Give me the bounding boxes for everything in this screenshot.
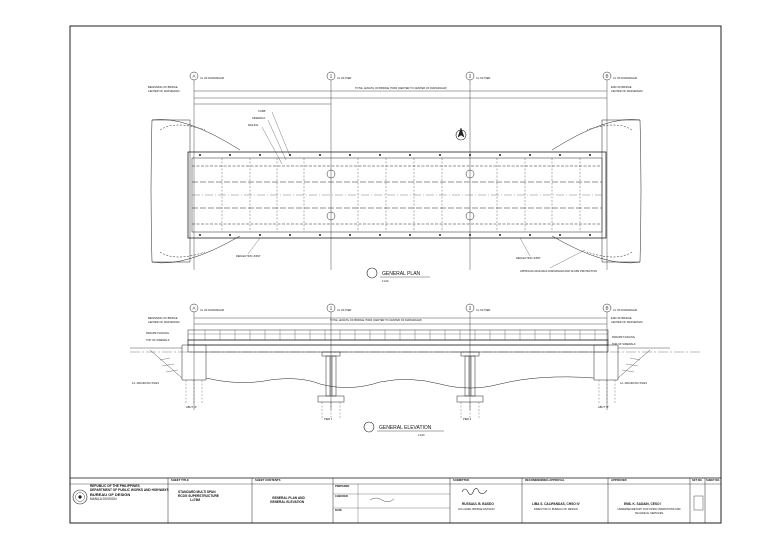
elevation-railing [187, 329, 609, 341]
signature-submitted [461, 488, 488, 495]
axis-id-1: 1 [330, 74, 333, 79]
svg-text:TOTAL LENGTH OF BRIDGE 76000 (: TOTAL LENGTH OF BRIDGE 76000 (CENTER TO … [355, 86, 447, 90]
svg-text:CL OF DIAPHRAGM: CL OF DIAPHRAGM [613, 76, 637, 80]
svg-text:ABUT "B": ABUT "B" [598, 405, 609, 409]
plan-title-group: GENERAL PLAN 1:100 [366, 267, 430, 283]
elevation-deck [187, 339, 609, 346]
title-block [69, 477, 722, 524]
axis-id-1: 1 [330, 306, 333, 311]
agency-line-4: MANILA DIVISION [90, 497, 117, 501]
svg-text:CURB: CURB [258, 109, 266, 113]
elevation-scale: 1:100 [418, 433, 425, 437]
abutment-a [181, 344, 207, 381]
agency-line-1: REPUBLIC OF THE PHILIPPINES [90, 484, 140, 488]
approval-head: APPROVED [611, 478, 627, 482]
recommending-name: LIBA S. CALIPANDAS, CHSO IV [532, 502, 580, 506]
svg-text:BEGINNING OF BRIDGE: BEGINNING OF BRIDGE [148, 316, 178, 320]
general-elevation [130, 303, 700, 418]
svg-text:CENTER OF DIAPHRAGM: CENTER OF DIAPHRAGM [611, 320, 642, 324]
checked-head: CHECKED [335, 495, 348, 498]
sheet-title-line-1: STANDARD MULTI SPAN [178, 490, 216, 494]
axis-bubble-a [189, 71, 199, 81]
sheet-no-head: SHEET NO. [706, 479, 720, 482]
prepared-head: PREPARED [335, 485, 350, 488]
svg-text:DEFLECTION JOINT: DEFLECTION JOINT [516, 256, 541, 260]
general-plan [150, 71, 642, 270]
axis-bubble-1 [326, 71, 336, 81]
svg-text:PARAPET RAILING: PARAPET RAILING [612, 335, 635, 339]
sheet-contents-head: SHEET CONTENTS [255, 478, 281, 482]
set-no-head: SET NO. [692, 479, 703, 482]
sheet-title-line-3: L=76M [190, 498, 201, 502]
svg-text:TOP OF SIDEWALK: TOP OF SIDEWALK [146, 338, 170, 342]
svg-text:CL OF PIER: CL OF PIER [337, 308, 351, 312]
svg-text:TOP OF SIDEWALK: TOP OF SIDEWALK [612, 342, 636, 346]
svg-text:DEFLECTION JOINT: DEFLECTION JOINT [236, 254, 261, 258]
plan-scale: 1:100 [382, 279, 389, 283]
plan-dimension-lines [194, 90, 607, 105]
svg-text:END OF BRIDGE: END OF BRIDGE [611, 316, 632, 320]
approval-name: EMIL K. SADAIN, CESO I [624, 502, 662, 506]
svg-text:RAILING: RAILING [248, 123, 258, 127]
axis-id-b: B [605, 306, 608, 311]
approval-title: UNDERSECRETARY FOR UPMO OPERATIONS AND T… [617, 508, 681, 515]
axis-id-2: 2 [469, 74, 472, 79]
sheet-title-line-2: RCDG SUPERSTRUCTURE [178, 494, 219, 498]
north-arrow-icon [455, 127, 467, 141]
date-head: DATE [335, 509, 342, 512]
svg-text:CENTER OF DIAPHRAGM: CENTER OF DIAPHRAGM [148, 89, 179, 93]
plan-deck [187, 151, 607, 239]
svg-text:APPROACH RAILINGS DIAPHRAGM AN: APPROACH RAILINGS DIAPHRAGM AND SLOPE PR… [520, 269, 597, 273]
svg-text:PIER 2: PIER 2 [463, 417, 472, 421]
ground-profile [205, 376, 595, 389]
left-wingwall [150, 119, 191, 263]
svg-text:CL OF PIER: CL OF PIER [337, 76, 351, 80]
svg-text:CENTER OF DIAPHRAGM: CENTER OF DIAPHRAGM [611, 89, 642, 93]
sheet-contents-line-2: GENERAL ELEVATION [270, 500, 305, 504]
abutment-b [593, 344, 619, 381]
signature-checked [369, 497, 395, 502]
svg-text:SIDEWALK: SIDEWALK [252, 116, 266, 120]
agency-line-2: DEPARTMENT OF PUBLIC WORKS AND HIGHWAYS [90, 488, 169, 492]
plan-axis-lines [193, 80, 608, 270]
axis-id-a: A [192, 74, 195, 79]
svg-text:CL OF DIAPHRAGM: CL OF DIAPHRAGM [613, 308, 637, 312]
submitted-head: SUBMITTED [453, 478, 470, 482]
axis-id-2: 2 [469, 306, 472, 311]
elevation-title-group: GENERAL ELEVATION 1:100 [363, 421, 444, 437]
svg-text:BEGINNING OF BRIDGE: BEGINNING OF BRIDGE [148, 85, 178, 89]
recommending-title: DIRECTOR IV, BUREAU OF DESIGN [534, 508, 578, 511]
svg-text:CL OF DIAPHRAGM: CL OF DIAPHRAGM [200, 308, 224, 312]
svg-text:CL OF PIER: CL OF PIER [476, 76, 490, 80]
axis-id-b: B [605, 74, 608, 79]
svg-text:CL OF DIAPHRAGM: CL OF DIAPHRAGM [200, 76, 224, 80]
svg-text:PARAPET RAILING: PARAPET RAILING [146, 331, 169, 335]
agency-line-3: BUREAU OF DESIGN [90, 492, 131, 497]
elevation-labels: CL OF DIAPHRAGM CL OF PIER CL OF PIER CL… [132, 308, 647, 421]
sheet-contents-line-1: GENERAL PLAN AND [272, 496, 305, 500]
svg-text:12- 400x400 RC PILES: 12- 400x400 RC PILES [620, 381, 647, 385]
svg-text:PIER 1: PIER 1 [324, 417, 333, 421]
plan-title: GENERAL PLAN [382, 271, 421, 277]
submitted-title: OIC-CHIEF, BRIDGE DIVISION [458, 508, 495, 511]
svg-text:12- 400x400 RC PILES: 12- 400x400 RC PILES [132, 381, 159, 385]
axis-bubble-2 [465, 71, 475, 81]
svg-text:END OF BRIDGE: END OF BRIDGE [611, 85, 632, 89]
recommending-head: RECOMMENDING APPROVAL [525, 478, 565, 482]
axis-id-a: A [192, 306, 195, 311]
svg-text:CL OF PIER: CL OF PIER [476, 308, 490, 312]
railing-posts [199, 154, 591, 236]
plan-labels: CL OF DIAPHRAGM CL OF PIER CL OF PIER CL… [148, 76, 642, 273]
svg-text:TOTAL LENGTH OF BRIDGE 76000 (: TOTAL LENGTH OF BRIDGE 76000 (CENTER TO … [330, 318, 422, 322]
right-wingwall [601, 119, 642, 263]
svg-text:CENTER OF DIAPHRAGM: CENTER OF DIAPHRAGM [148, 320, 179, 324]
axis-bubble-b [602, 71, 612, 81]
dpwh-seal-icon [72, 489, 88, 505]
elevation-title: GENERAL ELEVATION [379, 425, 432, 431]
submitted-name: RUSSAUL B. BASDO [462, 502, 494, 506]
sheet-title-head: SHEET TITLE [171, 478, 189, 482]
svg-text:ABUT "A": ABUT "A" [186, 405, 197, 409]
